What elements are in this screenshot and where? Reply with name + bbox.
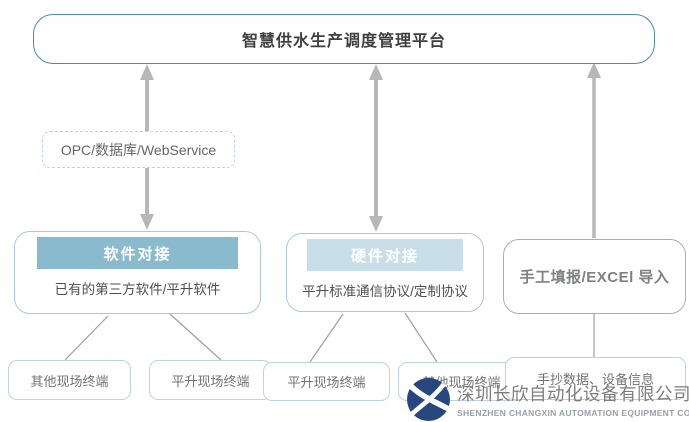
company-name-cn: 深圳长欣自动化设备有限公司 xyxy=(457,384,689,404)
platform-node: 智慧供水生产调度管理平台 xyxy=(33,14,655,64)
hardware-branch-detail: 平升标准通信协议/定制协议 xyxy=(302,284,468,299)
terminal-node: 平升现场终端 xyxy=(149,360,272,400)
hardware-branch-header: 硬件对接 xyxy=(307,239,463,271)
arrow-platform-hardware xyxy=(369,64,383,232)
software-branch-detail: 已有的第三方软件/平升软件 xyxy=(54,282,221,297)
hardware-branch-node: 硬件对接 平升标准通信协议/定制协议 xyxy=(286,233,484,312)
manual-entry-node: 手工填报/EXCEl 导入 xyxy=(503,239,686,314)
line-hardware-terminal2 xyxy=(309,313,344,363)
platform-title: 智慧供水生产调度管理平台 xyxy=(241,33,446,50)
terminal-label: 平升现场终端 xyxy=(171,373,250,389)
terminal-label: 手抄数据、设备信息 xyxy=(536,372,654,387)
line-software-terminal1 xyxy=(169,313,222,361)
terminal-node: 其他现场终端 xyxy=(8,360,131,400)
software-branch-node: 软件对接 已有的第三方软件/平升软件 xyxy=(14,231,261,314)
line-software-terminal0 xyxy=(64,315,109,361)
link-protocol-label: OPC/数据库/WebService xyxy=(42,131,235,168)
software-branch-header: 软件对接 xyxy=(37,237,238,269)
line-hardware-terminal3 xyxy=(404,312,438,363)
company-logo-icon xyxy=(407,378,450,421)
arrow-manual-platform xyxy=(587,62,601,238)
company-name-en: SHENZHEN CHANGXIN AUTOMATION EQUIPMENT C… xyxy=(457,408,689,418)
company-logo-text: 深圳长欣自动化设备有限公司 SHENZHEN CHANGXIN AUTOMATI… xyxy=(457,377,689,418)
terminal-node: 手抄数据、设备信息 xyxy=(505,357,686,400)
manual-entry-title: 手工填报/EXCEl 导入 xyxy=(519,269,670,286)
terminal-label: 平升现场终端 xyxy=(287,375,366,390)
terminal-node: 平升现场终端 xyxy=(263,362,390,401)
company-logo: 深圳长欣自动化设备有限公司 SHENZHEN CHANGXIN AUTOMATI… xyxy=(406,377,689,422)
terminal-label: 其他现场终端 xyxy=(30,373,109,389)
link-protocol-text: OPC/数据库/WebService xyxy=(60,141,217,158)
